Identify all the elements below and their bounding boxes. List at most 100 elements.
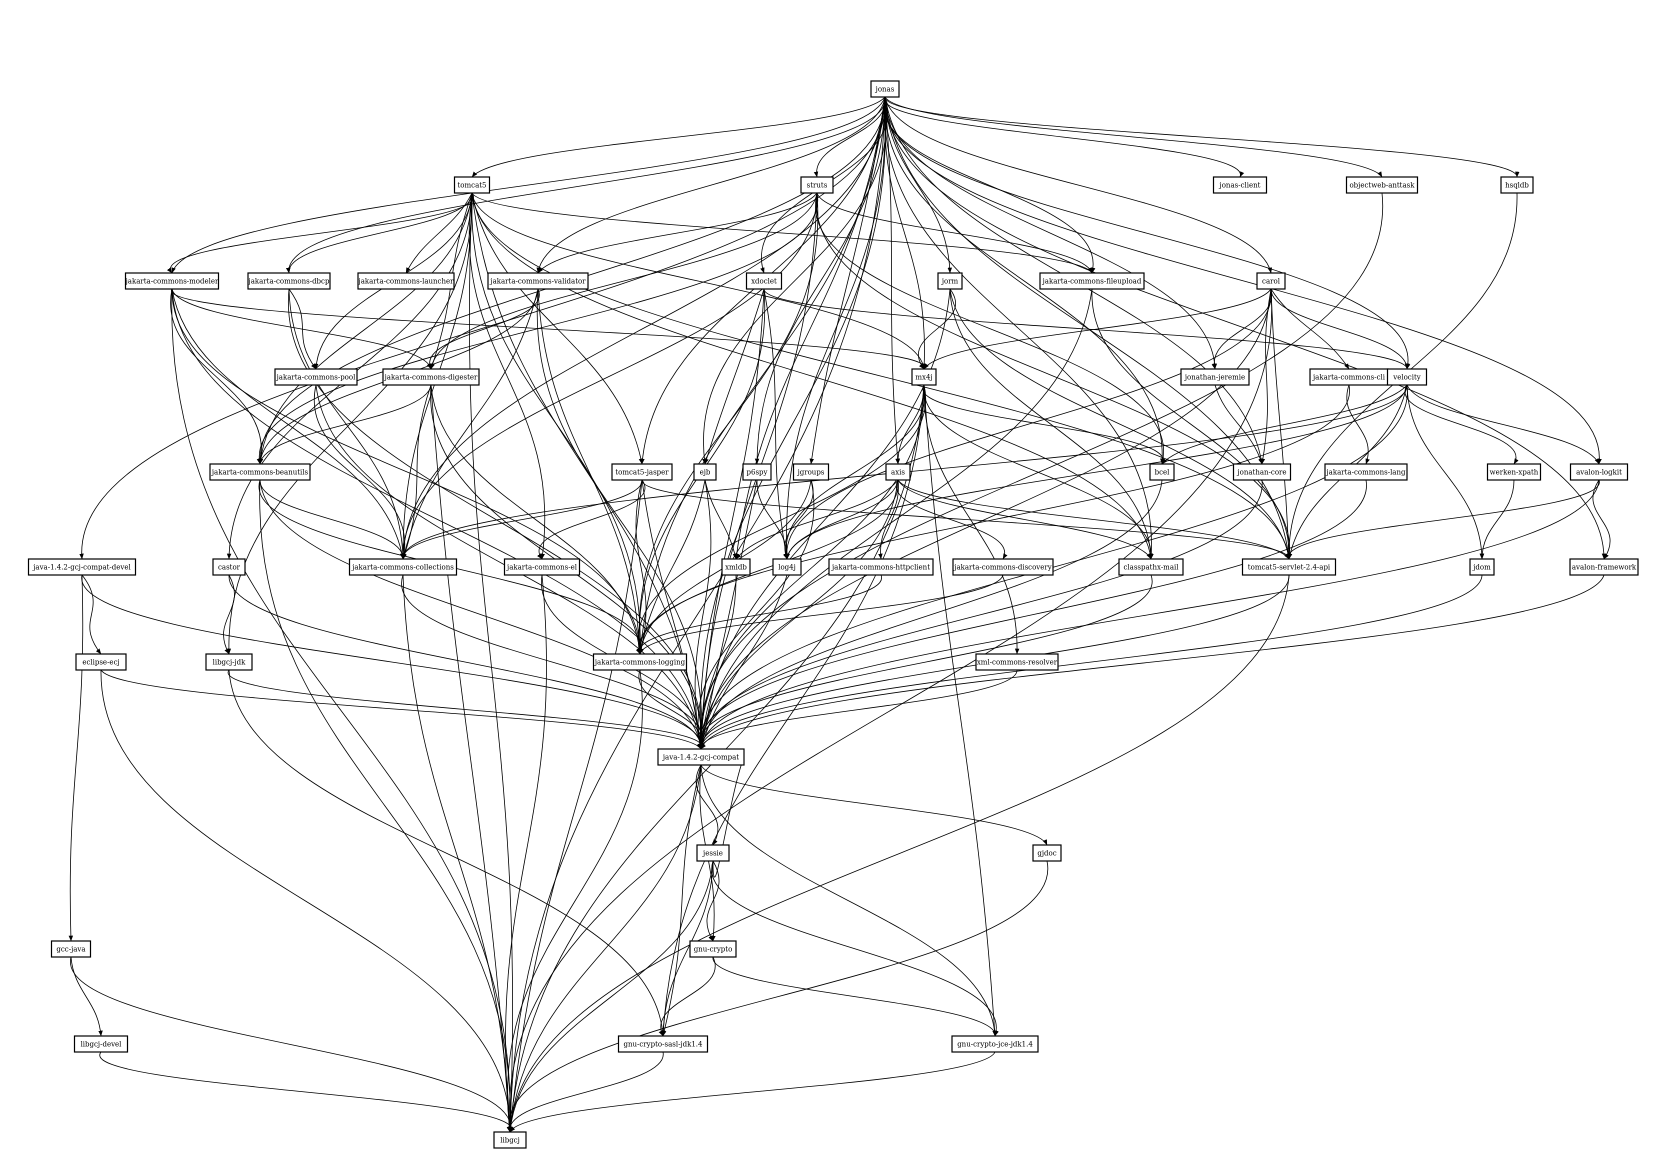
node-box [205,653,253,671]
node-log4j: log4j [772,558,802,576]
edge-axis-to-jakarta-commons-logging [637,479,899,655]
edge-axis-to-jakarta-commons-discovery [895,479,1008,560]
node-box [952,558,1054,576]
edge-castor-to-java-1.4.2-gcj-compat [228,574,704,750]
node-axis: axis [885,463,911,481]
edge-castor-to-libgcj-jdk [223,574,235,655]
node-box [487,272,589,290]
node-box [348,558,458,576]
edge-line [923,384,997,1037]
edge-jakarta-commons-validator-to-jakarta-commons-collections [402,288,539,560]
node-box [1149,463,1175,481]
edge-xmldb-to-java-1.4.2-gcj-compat [698,574,737,750]
edge-p6spy-to-java-1.4.2-gcj-compat [699,479,758,750]
edge-line [506,860,1048,1133]
edge-line [1214,384,1263,465]
node-label: mx4j [915,374,932,382]
edge-line [429,192,818,370]
edge-jakarta-commons-httpclient-to-jakarta-commons-logging [635,574,882,655]
edge-jonas-to-jakarta-commons-logging [638,96,886,655]
node-box [382,368,480,386]
edge-gnu-crypto-to-gnu-crypto-sasl-jdk1.4 [658,956,716,1037]
edge-line [699,479,758,750]
edge-line [923,384,1154,560]
edge-line [785,479,899,560]
edge-tomcat5-jasper-to-libgcj [508,479,643,1133]
edge-line [81,574,102,655]
node-jgroups: jgroups [792,463,830,481]
edge-tomcat5-servlet-2.4-api-to-libgcj [508,574,1290,1133]
node-label: objectweb-anttask [1349,182,1415,190]
edge-line [884,96,1245,178]
edge-line [171,288,643,655]
node-label: struts [807,182,828,190]
edge-line [171,288,405,560]
edge-xdoclet-to-java-1.4.2-gcj-compat [699,288,765,750]
node-jakarta-commons-fileupload: jakarta-commons-fileupload [1039,272,1145,290]
edge-line [471,192,644,465]
node-label: xdoclet [751,278,777,286]
edge-struts-to-jakarta-commons-validator [537,192,818,274]
edge-gnu-crypto-jce-jdk1.4-to-libgcj [509,1051,996,1133]
edge-line [883,96,1096,274]
edge-line [897,479,1290,560]
edge-mx4j-to-gnu-crypto-jce-jdk1.4 [923,384,997,1037]
edge-jonas-to-log4j [784,96,886,560]
node-jdom: jdom [1469,558,1495,576]
node-carol: carol [1256,272,1286,290]
node-label: jakarta-commons-lang [1326,469,1406,477]
edge-line [1406,384,1485,560]
edge-line [258,384,432,465]
edge-jakarta-commons-modeler-to-jakarta-commons-logging [171,288,643,655]
node-box [209,463,311,481]
edge-log4j-to-java-1.4.2-gcj-compat [700,574,788,750]
edge-ejb-to-java-1.4.2-gcj-compat [694,479,712,750]
edge-line [1270,288,1350,370]
edge-line [1404,384,1519,465]
node-libgcj-jdk: libgcj-jdk [205,653,253,671]
edge-tomcat5-jasper-to-java-1.4.2-gcj-compat [641,479,703,750]
edge-jakarta-commons-digester-to-jakarta-commons-beanutils [258,384,432,465]
node-hsqldb: hsqldb [1500,176,1534,194]
edge-line [641,479,703,750]
node-jonas-client: jonas-client [1212,176,1268,194]
edge-jakarta-commons-modeler-to-jakarta-commons-digester [171,288,433,370]
edge-line [785,384,1408,560]
node-label: tomcat5-jasper [615,469,669,477]
node-label: jakarta-commons-pool [276,374,356,382]
edge-line [697,574,1153,750]
edge-line [638,96,886,655]
edge-line [99,1051,516,1133]
node-avalon-logkit: avalon-logkit [1569,463,1629,481]
edge-jakarta-commons-validator-to-java-1.4.2-gcj-compat [536,288,704,750]
node-label: jakarta-commons-launcher [358,278,455,286]
edge-carol-to-tomcat5-servlet-2.4-api [1270,288,1292,560]
edge-line [635,479,647,655]
node-jakarta-commons-digester: jakarta-commons-digester [382,368,480,386]
node-label: jakarta-commons-httpclient [831,564,930,572]
node-box [1232,463,1292,481]
edge-line [171,96,886,274]
node-libgcj-devel: libgcj-devel [73,1035,129,1053]
edge-jonas-to-xmldb [734,96,886,560]
node-label: gjdoc [1037,850,1056,858]
node-label: jakarta-commons-logging [594,659,686,667]
node-jakarta-commons-launcher: jakarta-commons-launcher [357,272,455,290]
edge-line [884,96,927,370]
edge-line [699,288,765,750]
edge-line [508,479,643,1133]
node-box [657,748,745,766]
edge-line [506,1051,664,1133]
edge-jonas-to-java-1.4.2-gcj-compat [698,96,887,750]
node-box [247,272,331,290]
edge-jonas-to-hsqldb [884,96,1520,178]
edge-line [81,574,705,750]
edge-line [784,288,1272,560]
node-label: tomcat5 [457,182,486,190]
edge-line [536,288,704,750]
node-label: jonas-client [1219,182,1261,190]
edge-jonas-to-java-1.4.2-gcj-compat-devel [79,96,886,560]
edge-line [884,96,1520,178]
node-java-1.4.2-gcj-compat-devel: java-1.4.2-gcj-compat-devel [27,558,137,576]
edge-line [286,96,886,274]
